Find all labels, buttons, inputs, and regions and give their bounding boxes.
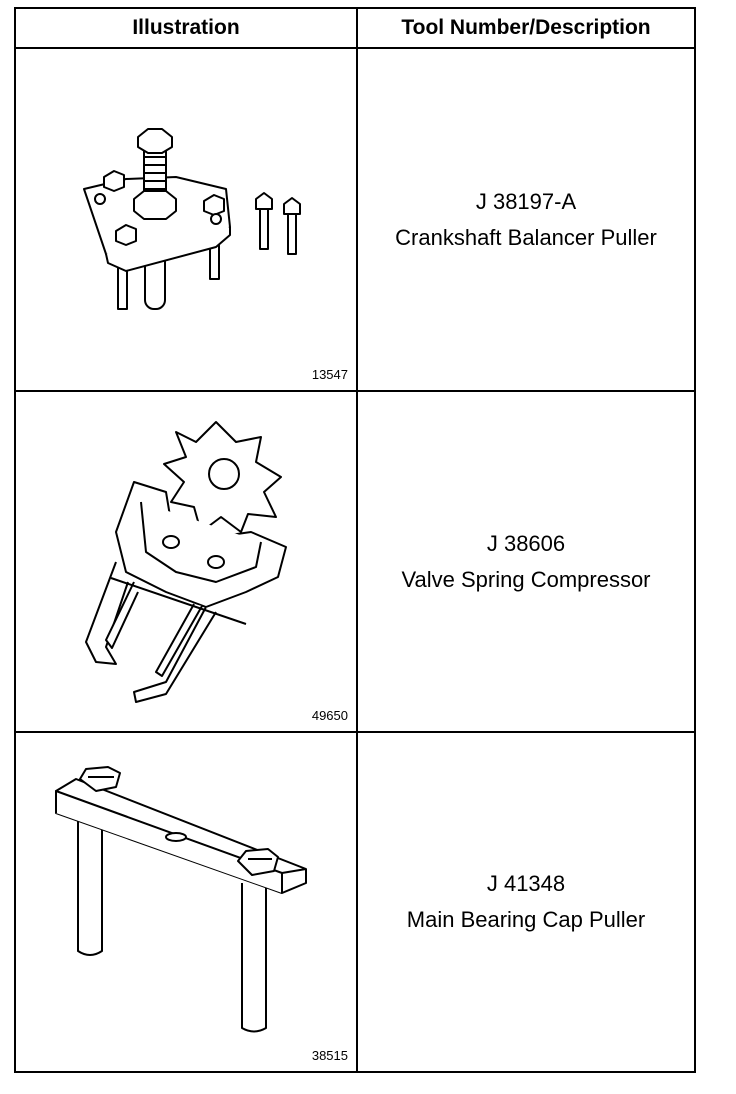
tool-description: Valve Spring Compressor <box>401 566 651 592</box>
figure-number: 38515 <box>311 1048 348 1063</box>
tool-number: J 38197-A <box>475 188 577 214</box>
tool-description-cell: J 38197-A Crankshaft Balancer Puller <box>358 49 694 390</box>
tool-description-cell: J 41348 Main Bearing Cap Puller <box>358 733 694 1071</box>
table-row: 49650 J 38606 Valve Spring Compressor <box>16 392 694 733</box>
table-row: 13547 J 38197-A Crankshaft Balancer Pull… <box>16 49 694 392</box>
header-illustration: Illustration <box>132 16 240 39</box>
tool-number: J 38606 <box>486 530 566 556</box>
header-tool: Tool Number/Description <box>401 16 651 39</box>
figure-number: 49650 <box>311 708 348 723</box>
crankshaft-balancer-puller-icon <box>83 128 301 310</box>
table-header: Illustration Tool Number/Description <box>16 9 694 49</box>
figure-number: 13547 <box>311 367 348 382</box>
illustration-cell: 13547 <box>16 49 356 390</box>
main-bearing-cap-puller-icon <box>55 766 307 1033</box>
tool-description-cell: J 38606 Valve Spring Compressor <box>358 392 694 731</box>
tool-number: J 41348 <box>486 871 566 896</box>
table-row: 38515 J 41348 Main Bearing Cap Puller <box>16 733 694 1071</box>
valve-spring-compressor-icon <box>85 421 287 703</box>
tool-description: Crankshaft Balancer Puller <box>395 224 657 250</box>
column-divider <box>356 9 358 1071</box>
illustration-cell: 38515 <box>16 733 356 1071</box>
illustration-cell: 49650 <box>16 392 356 731</box>
tool-table: Illustration Tool Number/Description <box>14 7 696 1073</box>
tool-description: Main Bearing Cap Puller <box>406 907 646 932</box>
